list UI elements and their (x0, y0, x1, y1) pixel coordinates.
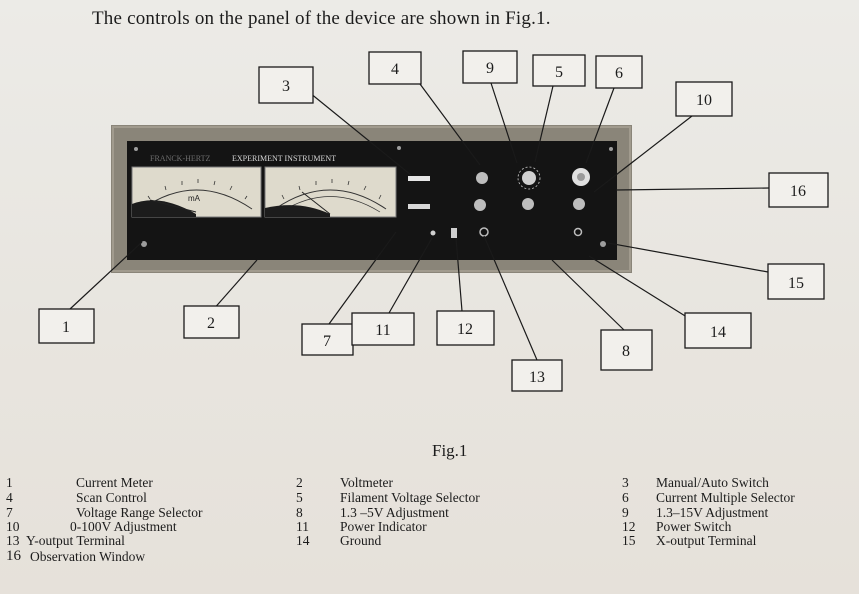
voltage-range-switch-shape (408, 204, 430, 209)
panel-frame-highlight (112, 126, 631, 272)
legend-label: 0-100V Adjustment (70, 519, 177, 534)
callout-label-9: 9 (486, 60, 494, 77)
legend-number: 6 (622, 490, 629, 505)
callout-box-10 (675, 81, 733, 117)
callout-label-14: 14 (710, 324, 726, 341)
legend-number: 5 (296, 490, 303, 505)
legend-number: 13 (6, 533, 20, 548)
callout-label-3: 3 (282, 78, 290, 95)
legend-label: Manual/Auto Switch (656, 475, 769, 490)
callout-box-8 (600, 329, 653, 371)
figure-caption: Fig.1 (432, 441, 468, 460)
adjust-knob-8 (522, 198, 534, 210)
current-meter-unit: mA (188, 194, 201, 203)
legend-label: Filament Voltage Selector (340, 490, 480, 505)
callout-label-5: 5 (555, 64, 563, 81)
callout-label-7: 7 (323, 333, 331, 350)
voltmeter (264, 166, 397, 218)
callout-box-3 (258, 66, 314, 104)
callout-box-16 (768, 172, 829, 208)
callout-label-16: 16 (790, 183, 806, 200)
callout-label-11: 11 (375, 322, 390, 339)
legend-number: 4 (6, 490, 13, 505)
legend-label: 1.3–15V Adjustment (656, 505, 769, 520)
callout-label-2: 2 (207, 315, 215, 332)
callout-label-13: 13 (529, 369, 545, 386)
filament-selector-knob (522, 171, 536, 185)
legend-label: X-output Terminal (656, 533, 757, 548)
callout-box-14 (684, 312, 752, 349)
callout-label-10: 10 (696, 92, 712, 109)
legend-label: Power Indicator (340, 519, 427, 534)
callout-box-12 (436, 310, 495, 346)
device-brand-text: FRANCK-HERTZ (150, 154, 211, 163)
callout-box-2 (183, 305, 240, 339)
callout-label-15: 15 (788, 275, 804, 292)
legend-label: Power Switch (656, 519, 732, 534)
callout-box-9 (462, 50, 518, 84)
adjust-knob-9 (474, 199, 486, 211)
callout-box-13 (511, 359, 563, 392)
legend-number: 1 (6, 475, 13, 490)
power-indicator-dot (430, 230, 436, 236)
callout-box-11 (351, 312, 415, 346)
legend-label: Ground (340, 533, 382, 548)
callout-label-4: 4 (391, 61, 399, 78)
device-model-text: EXPERIMENT INSTRUMENT (232, 154, 336, 163)
callout-box-6 (595, 55, 643, 89)
callout-label-12: 12 (457, 321, 473, 338)
legend-number: 15 (622, 533, 636, 548)
callout-box-5 (532, 54, 586, 87)
legend-number: 14 (296, 533, 310, 548)
legend-label: 1.3 –5V Adjustment (340, 505, 449, 520)
page-heading: The controls on the panel of the device … (92, 8, 551, 29)
callout-label-1: 1 (62, 319, 70, 336)
legend-number: 2 (296, 475, 303, 490)
scan-control-knob (476, 172, 488, 184)
legend-number: 9 (622, 505, 629, 520)
callout-box-1 (38, 308, 95, 344)
power-switch-shape (451, 228, 457, 238)
adjust-knob-10 (573, 198, 585, 210)
legend-number: 10 (6, 519, 20, 534)
callout-boxes (38, 50, 829, 392)
legend-label: Observation Window (30, 549, 146, 564)
callout-label-6: 6 (615, 65, 623, 82)
legend-number: 11 (296, 519, 309, 534)
manual-auto-switch-shape (408, 176, 430, 181)
leader-lines (69, 82, 770, 361)
legend-label: Voltmeter (340, 475, 393, 490)
legend-label: Scan Control (76, 490, 147, 505)
legend-number: 7 (6, 505, 13, 520)
callout-box-15 (767, 263, 825, 300)
callout-box-4 (368, 51, 422, 85)
legend-label: Voltage Range Selector (76, 505, 203, 520)
callout-label-8: 8 (622, 343, 630, 360)
legend-number: 16 (6, 548, 21, 564)
legend-number: 12 (622, 519, 636, 534)
panel-controls (134, 146, 613, 247)
current-meter: mA (131, 166, 262, 218)
legend-number: 8 (296, 505, 303, 520)
ground-terminal (573, 227, 583, 237)
legend-label: Current Multiple Selector (656, 490, 795, 505)
legend-label: Current Meter (76, 475, 153, 490)
legend-label: Y-output Terminal (26, 533, 125, 548)
legend-number: 3 (622, 475, 629, 490)
